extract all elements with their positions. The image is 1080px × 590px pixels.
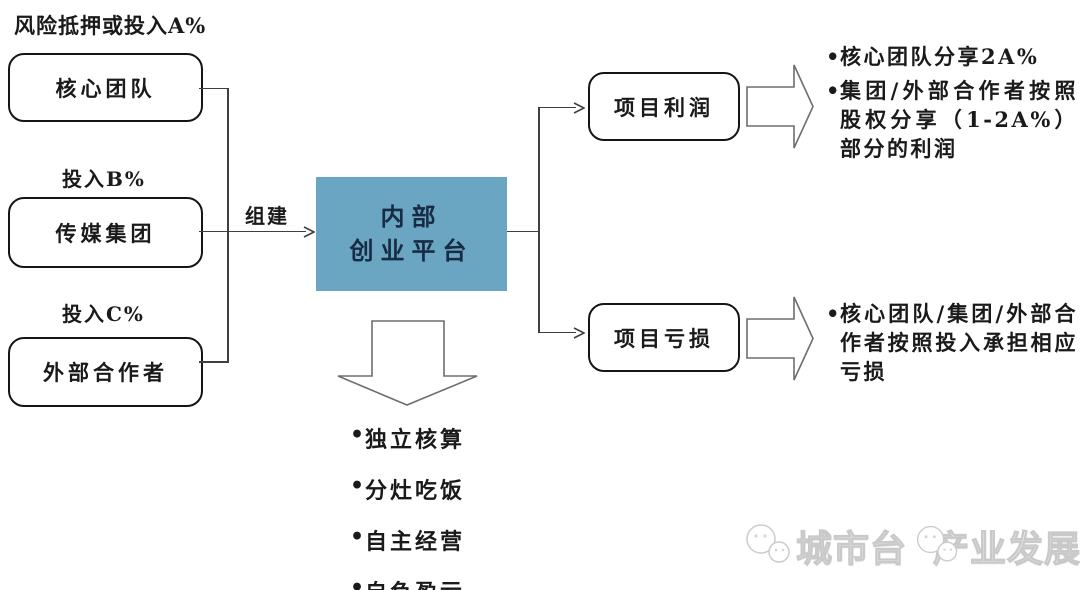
arrowhead-into-platform [303, 225, 315, 238]
platform-note-item: 自负盈亏 [350, 575, 465, 590]
connector-external-to-trunk [199, 361, 228, 363]
platform-line2: 创业平台 [349, 236, 474, 265]
project-profit-box: 项目利润 [588, 72, 740, 141]
arrowhead-into-profit [573, 101, 585, 114]
connector-to-profit [538, 106, 576, 109]
profit-note-item: 集团/外部合作者按照股权分享（1-2A%）部分的利润 [826, 76, 1078, 163]
connector-right-trunk [538, 107, 540, 333]
arrowhead-into-loss [573, 326, 585, 339]
risk-pledge-label: 风险抵押或投入A% [14, 13, 207, 38]
connector-left-trunk [227, 87, 229, 363]
platform-line1: 内部 [380, 202, 443, 231]
connector-core-to-trunk [199, 87, 228, 90]
form-label: 组建 [245, 204, 289, 228]
profit-notes-list: 核心团队分享2A% 集团/外部合作者按照股权分享（1-2A%）部分的利润 [826, 42, 1078, 168]
invest-b-label: 投入B% [62, 167, 146, 191]
internal-venture-platform-box: 内部 创业平台 [316, 177, 507, 291]
invest-c-label: 投入C% [62, 302, 145, 326]
platform-note-item: 独立核算 [350, 422, 465, 454]
loss-note-item: 核心团队/集团/外部合作者按照投入承担相应亏损 [826, 299, 1078, 386]
connector-platform-to-trunk [507, 230, 539, 233]
media-group-box: 传媒集团 [8, 197, 203, 268]
core-team-box: 核心团队 [8, 53, 203, 122]
hollow-right-arrow-profit-icon [746, 64, 814, 149]
hollow-down-arrow-icon [337, 320, 478, 406]
watermark-text-left: 城市台 [795, 527, 908, 570]
platform-note-item: 分灶吃饭 [350, 473, 465, 505]
project-loss-box: 项目亏损 [588, 303, 740, 372]
platform-note-item: 自主经营 [350, 524, 465, 556]
connector-to-loss [538, 331, 576, 334]
platform-notes-list: 独立核算 分灶吃饭 自主经营 自负盈亏 [350, 422, 465, 590]
hollow-right-arrow-loss-icon [746, 296, 814, 381]
profit-note-item: 核心团队分享2A% [826, 42, 1078, 71]
external-partner-box: 外部合作者 [8, 337, 203, 407]
watermark: 城市台 产业发展联盟 [742, 520, 1080, 572]
connector-media-to-platform [199, 230, 306, 233]
loss-notes-list: 核心团队/集团/外部合作者按照投入承担相应亏损 [826, 299, 1078, 391]
wechat-bubble-icon [916, 525, 958, 562]
watermark-text-right: 产业发展联盟 [932, 527, 1080, 570]
wechat-bubble-icon [746, 524, 790, 563]
